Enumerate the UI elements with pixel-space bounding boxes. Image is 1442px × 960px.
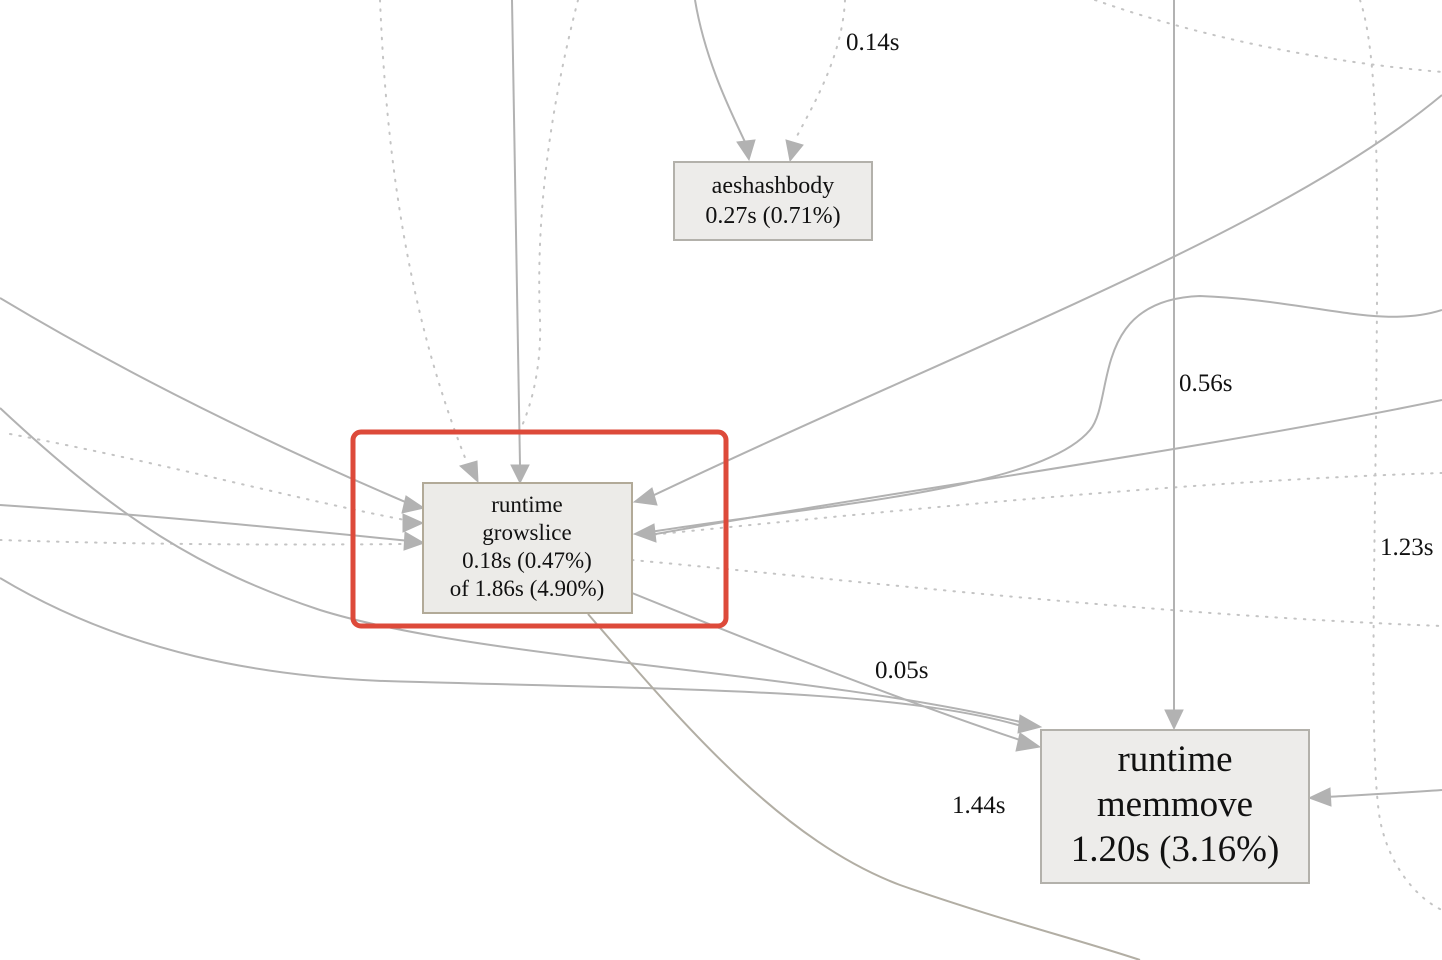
edge-label-to-memmove-vertical: 0.56s [1179,370,1232,397]
edge-dotted-right-to-growslice [639,472,1442,537]
arrowhead-growslice-top-solid [510,464,530,485]
node-growslice-flat: 0.18s (0.47%) [462,548,592,573]
edge-right-diagonal-to-growslice [649,94,1442,498]
edge-dotted-top-left-to-growslice [379,0,471,471]
edge-dotted-left-low-to-growslice [0,539,406,546]
node-aeshashbody-flat: 0.27s (0.71%) [705,203,840,229]
edge-label-to-aeshash: 0.14s [846,29,899,56]
node-aeshashbody[interactable]: aeshashbody 0.27s (0.71%) [673,161,873,241]
node-memmove-flat: 1.20s (3.16%) [1071,829,1280,870]
arrowhead-aeshash-left [736,139,756,162]
arrowhead-growslice-top-dotted [458,460,479,484]
edge-dotted-right-vertical [1359,0,1442,911]
arrowhead-growslice-right-2 [632,523,657,543]
edge-growslice-to-memmove [631,592,1021,741]
edge-dotted-to-aeshash [794,0,846,141]
edge-right-mid-to-growslice [649,399,1442,536]
edge-top-to-aeshash [694,0,746,143]
highlight-selection-box [350,429,729,629]
node-growslice-package: runtime [491,492,563,517]
node-growslice[interactable]: runtime growslice 0.18s (0.47%) of 1.86s… [422,482,633,614]
edge-right-to-memmove [1324,789,1442,798]
edge-top-to-growslice [511,0,521,466]
node-growslice-cum: of 1.86s (4.90%) [450,576,605,601]
edge-left-long-to-memmove [0,407,1026,724]
arrowhead-memmove-top [1164,709,1184,731]
edge-dotted-growslice-right [631,559,1442,627]
edge-label-right-dotted: 1.23s [1380,534,1433,561]
arrowhead-growslice-left-1 [401,495,426,514]
arrowheads [401,139,1332,807]
arrowhead-growslice-left-3 [403,531,426,551]
arrowhead-growslice-left-2 [402,513,425,533]
edge-dotted-top-to-growslice [519,0,579,431]
node-growslice-name: growslice [482,520,571,545]
edge-right-curve-to-growslice [649,294,1442,533]
node-aeshashbody-name: aeshashbody [712,173,835,199]
edge-left-upper-to-growslice [0,297,411,505]
node-aeshashbody-box [673,161,873,241]
arrowhead-memmove-right [1307,787,1332,807]
edge-growslice-down [587,613,1141,960]
edge-left-bottom-to-memmove [0,577,1026,728]
edge-labels: 0.14s 0.56s 1.23s 0.05s 1.44s [846,29,1433,819]
arrowhead-memmove-left-2 [1015,732,1042,752]
edge-label-growslice-to-memmove: 0.05s [875,657,928,684]
node-memmove-box [1040,729,1310,884]
edge-left-to-growslice [0,504,411,542]
node-memmove-name: memmove [1097,784,1253,825]
node-memmove-package: runtime [1117,739,1232,780]
edge-label-memmove-incoming: 1.44s [952,792,1005,819]
node-growslice-box [422,482,633,614]
node-memmove[interactable]: runtime memmove 1.20s (3.16%) [1040,729,1310,884]
edge-dotted-top-right-diagonal [1094,0,1442,73]
arrowhead-growslice-right-1 [632,487,658,506]
arrowhead-aeshash-right [785,139,804,163]
edge-dotted-left-mid-to-growslice [9,433,406,521]
arrowhead-memmove-left-1 [1017,714,1043,734]
